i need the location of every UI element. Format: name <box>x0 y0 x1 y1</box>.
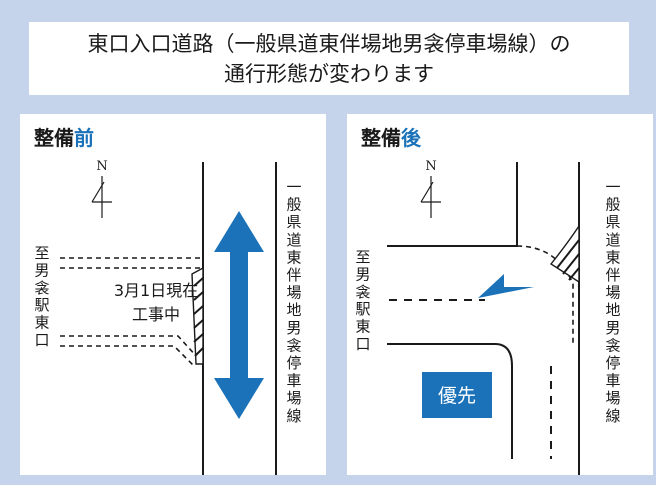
map-before: N 3月1日現在 工事中 至男 <box>34 159 302 475</box>
map-after: N 優先 至男衾駅東口 <box>355 159 621 475</box>
panel-after-heading: 整備後 <box>361 126 421 150</box>
two-way-arrow-icon <box>214 211 264 419</box>
heading-accent-before: 前 <box>74 126 94 150</box>
notice-line-1: 3月1日現在 <box>114 281 198 300</box>
panel-before: 整備前 N 3月1日現在 <box>20 114 326 475</box>
north-label: N <box>425 159 436 174</box>
priority-badge <box>422 372 492 418</box>
road-label-vertical: 一般県道東伴場地男衾停車場線 <box>605 178 620 425</box>
priority-label: 優先 <box>438 385 476 407</box>
side-label-vertical: 至男衾駅東口 <box>355 248 370 353</box>
title-line-2: 通行形態が変わります <box>224 61 434 86</box>
title-line-1: 東口入口道路（一般県道東伴場地男衾停車場線）の <box>87 31 571 56</box>
side-label-vertical: 至男衾駅東口 <box>34 244 49 349</box>
north-label: N <box>96 159 107 174</box>
center-dashed <box>389 299 552 459</box>
panel-after: 整備後 N <box>347 114 653 475</box>
notice-bg <box>126 274 186 334</box>
north-arrow-icon: N <box>420 159 441 218</box>
turn-arrow-icon <box>478 274 534 298</box>
construction-hatch <box>191 266 204 365</box>
notice-line-2: 工事中 <box>132 305 180 324</box>
north-arrow-icon: N <box>91 159 112 218</box>
heading-accent-after: 後 <box>401 126 421 150</box>
title-banner: 東口入口道路（一般県道東伴場地男衾停車場線）の 通行形態が変わります <box>29 22 629 95</box>
corner-hatch <box>549 223 580 284</box>
road-label-vertical: 一般県道東伴場地男衾停車場線 <box>286 178 301 425</box>
side-road-dashed <box>60 257 200 367</box>
road-outline <box>387 162 580 475</box>
panel-before-heading: 整備前 <box>34 126 94 150</box>
